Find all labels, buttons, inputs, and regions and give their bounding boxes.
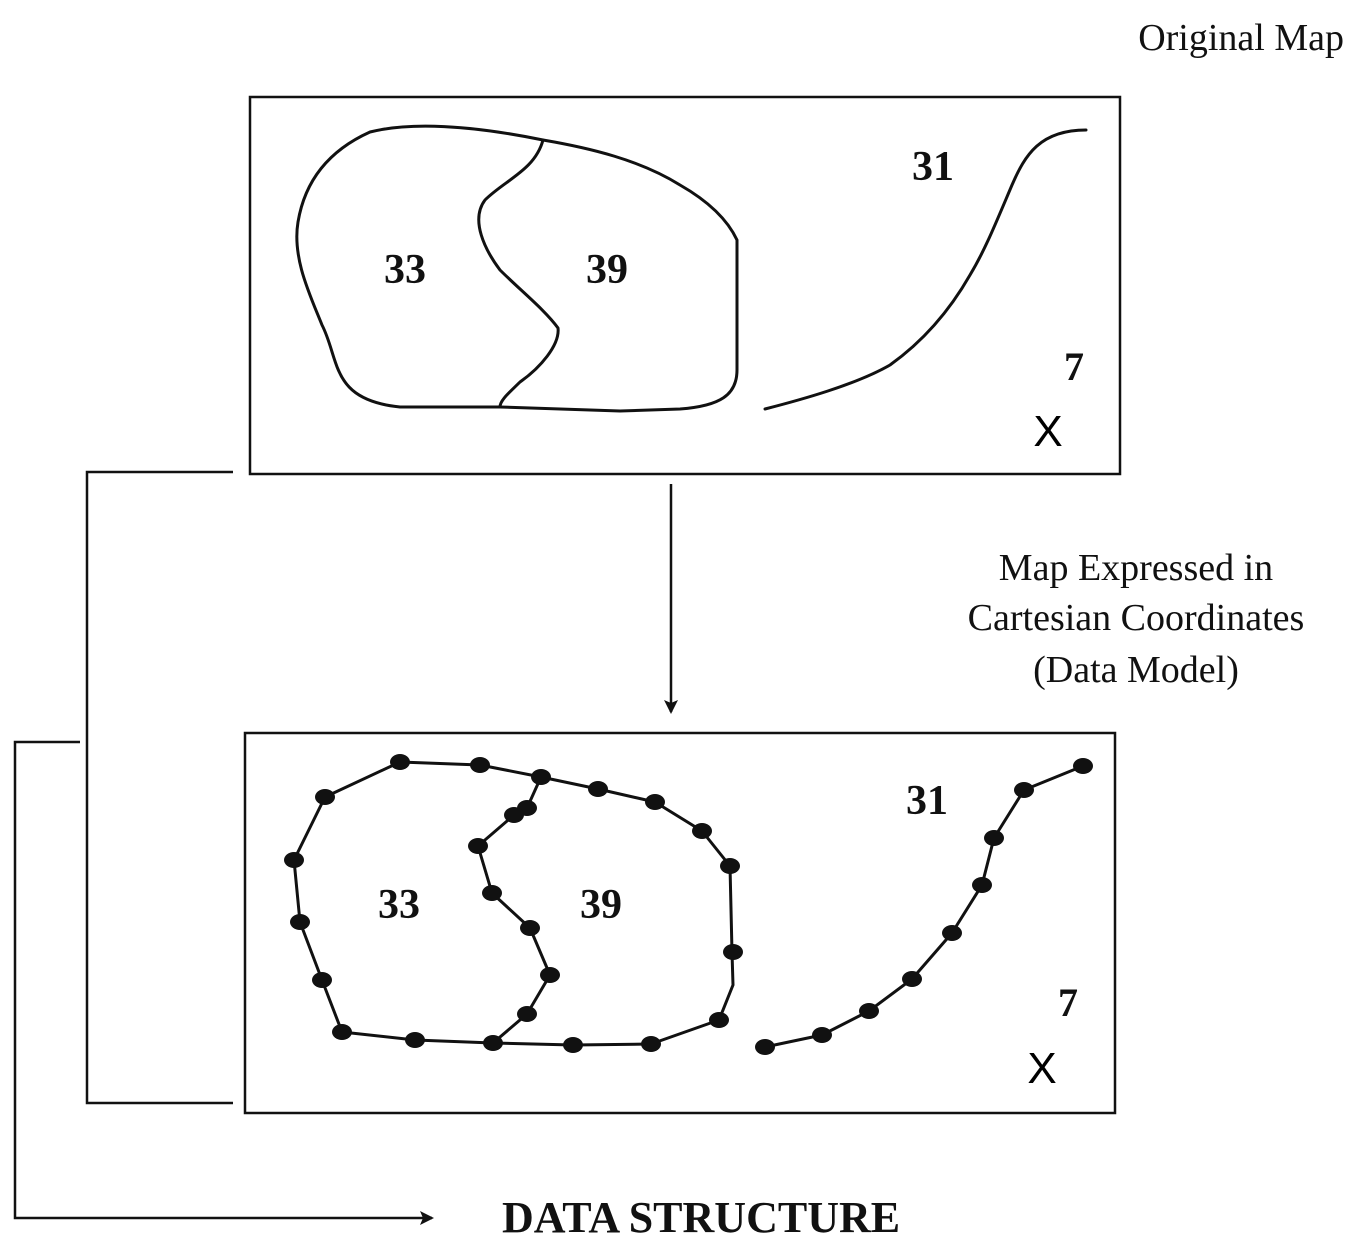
connector-data-structure-arrow (13, 740, 434, 1225)
vertex-dot (859, 1003, 879, 1019)
vertex-dot (531, 769, 551, 785)
vertex-dot (290, 914, 310, 930)
vertex-dot (709, 1012, 729, 1028)
original-polygon-outline (295, 124, 739, 413)
vertex-dot (468, 838, 488, 854)
cartesian-point-symbol: X (1027, 1044, 1056, 1093)
original-line-feature (763, 128, 1088, 411)
cartesian-map-panel: 33 39 31 7 X (243, 731, 1117, 1115)
cartesian-vertices (284, 754, 1093, 1055)
vertex-dot (972, 877, 992, 893)
vertex-dot (755, 1039, 775, 1055)
original-line-31-label: 31 (912, 144, 954, 190)
cartesian-region-33-label: 33 (378, 882, 420, 928)
vertex-dot (390, 754, 410, 770)
vertex-dot (1014, 782, 1034, 798)
vertex-dot (540, 967, 560, 983)
original-region-33-label: 33 (384, 247, 426, 293)
vertex-dot (482, 885, 502, 901)
original-map-frame (248, 95, 1122, 476)
original-map-panel: 33 39 31 7 X (248, 95, 1122, 476)
vertex-dot (520, 920, 540, 936)
vertex-dot (312, 972, 332, 988)
vertex-dot (284, 852, 304, 868)
vertex-dot (984, 830, 1004, 846)
vertex-dot (692, 823, 712, 839)
vertex-dot (470, 757, 490, 773)
original-point-symbol: X (1033, 407, 1062, 456)
vertex-dot (902, 971, 922, 987)
cartesian-title-line2: Cartesian Coordinates (968, 597, 1305, 639)
cartesian-title-line3: (Data Model) (1033, 649, 1239, 691)
connector-inner-bracket (85, 470, 233, 1105)
cartesian-title-line1: Map Expressed in (999, 547, 1273, 589)
vertex-dot (723, 944, 743, 960)
vertex-dot (812, 1027, 832, 1043)
vertex-dot (720, 858, 740, 874)
cartesian-map-frame (243, 731, 1117, 1115)
vertex-dot (332, 1024, 352, 1040)
original-point-7-label: 7 (1064, 344, 1084, 389)
original-shared-boundary (477, 138, 560, 409)
vertex-dot (645, 794, 665, 810)
data-structure-label: DATA STRUCTURE (502, 1193, 900, 1236)
original-region-39-label: 39 (586, 247, 628, 293)
vertex-dot (315, 789, 335, 805)
cartesian-polygon-outline (292, 760, 735, 1047)
vertex-dot (504, 807, 524, 823)
vertex-dot (1073, 758, 1093, 774)
vertex-dot (942, 925, 962, 941)
original-map-title: Original Map (1138, 17, 1344, 59)
vertex-dot (483, 1035, 503, 1051)
vertex-dot (588, 781, 608, 797)
cartesian-line-31-label: 31 (906, 778, 948, 824)
cartesian-region-39-label: 39 (580, 882, 622, 928)
vertex-dot (517, 1006, 537, 1022)
vertex-dot (641, 1036, 661, 1052)
vertex-dot (405, 1032, 425, 1048)
cartesian-point-7-label: 7 (1058, 980, 1078, 1025)
vertex-dot (563, 1037, 583, 1053)
